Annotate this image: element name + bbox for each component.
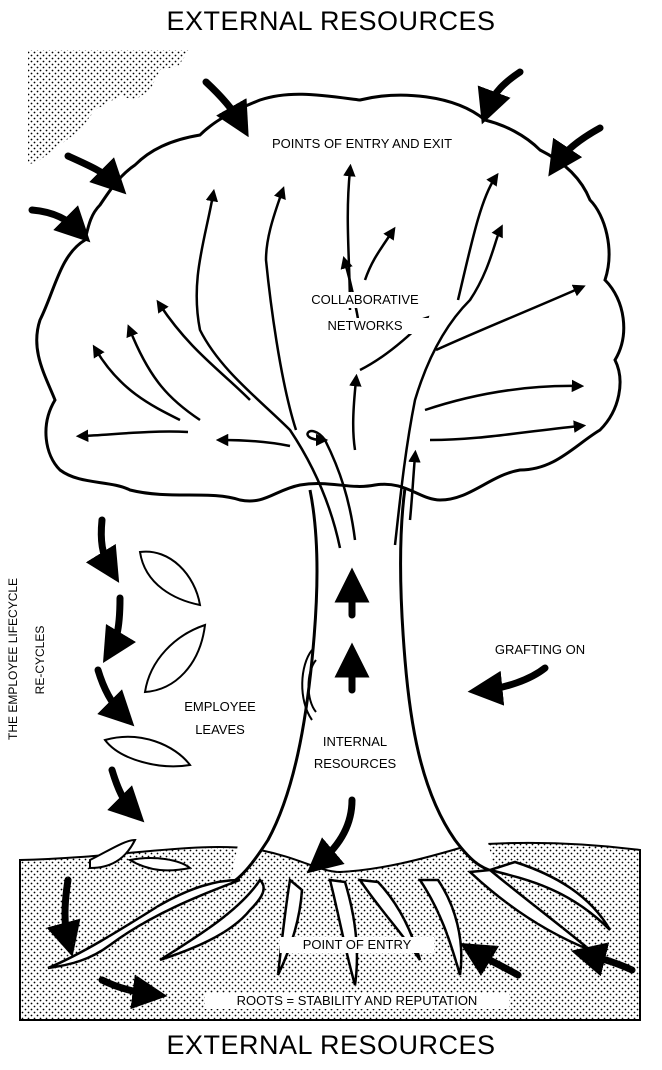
title-top: EXTERNAL RESOURCES <box>0 6 662 37</box>
stipple-top-left <box>28 50 190 165</box>
label-collab-2: NETWORKS <box>293 318 437 334</box>
label-roots: ROOTS = STABILITY AND REPUTATION <box>205 993 509 1009</box>
leaf-icon <box>105 737 190 766</box>
label-lifecycle-1: THE EMPLOYEE LIFECYCLE <box>6 580 20 740</box>
label-entry-exit: POINTS OF ENTRY AND EXIT <box>250 136 474 152</box>
label-grafting: GRAFTING ON <box>470 642 610 658</box>
leaf-icon <box>145 625 205 692</box>
label-emp-leaves-1: EMPLOYEE <box>160 699 280 715</box>
label-point-entry: POINT OF ENTRY <box>280 937 434 953</box>
title-bottom: EXTERNAL RESOURCES <box>0 1030 662 1061</box>
label-internal-1: INTERNAL <box>295 734 415 750</box>
leaf-icon <box>140 552 200 605</box>
label-lifecycle-2: RE-CYCLES <box>33 610 47 710</box>
label-collab-1: COLLABORATIVE <box>293 292 437 308</box>
label-emp-leaves-2: LEAVES <box>160 722 280 738</box>
label-internal-2: RESOURCES <box>295 756 415 772</box>
branches <box>82 170 580 548</box>
trunk <box>230 488 495 884</box>
